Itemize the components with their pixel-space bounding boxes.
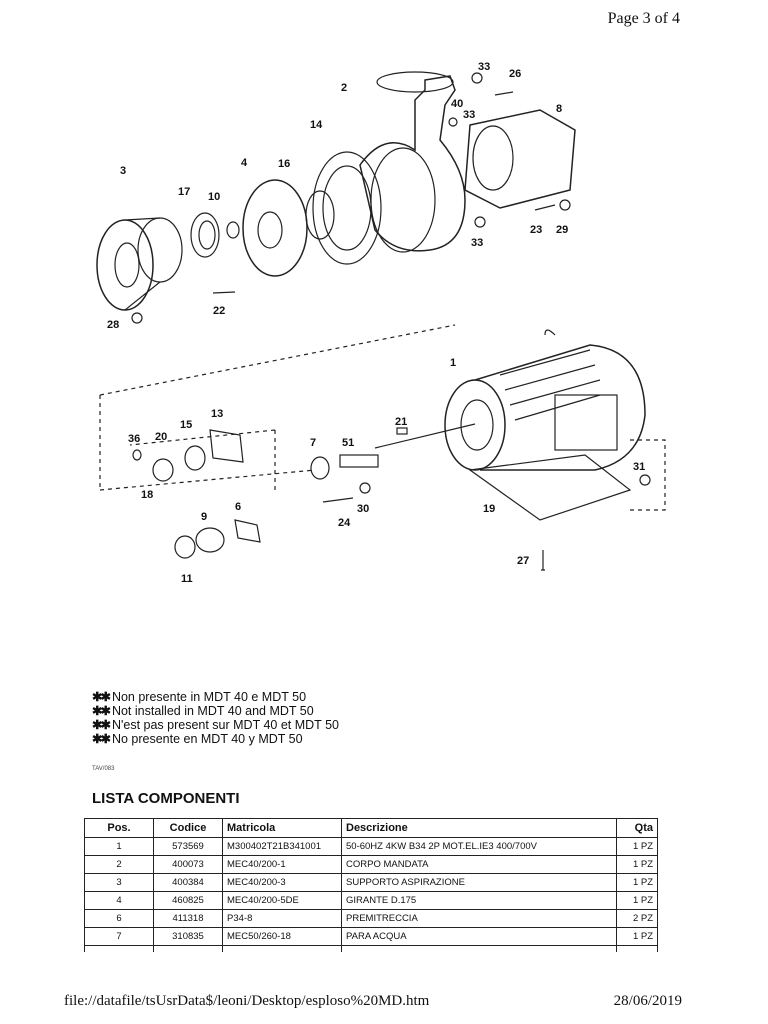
svg-text:9: 9 bbox=[201, 511, 207, 523]
svg-text:33: 33 bbox=[463, 109, 475, 121]
svg-text:8: 8 bbox=[556, 103, 562, 115]
header-pos: Pos. bbox=[84, 818, 154, 838]
double-star-icon: ✱✱ bbox=[92, 690, 111, 704]
svg-text:30: 30 bbox=[357, 503, 369, 515]
svg-text:16: 16 bbox=[278, 158, 290, 170]
note-es: ✱✱No presente en MDT 40 y MDT 50 bbox=[92, 732, 303, 746]
svg-text:17: 17 bbox=[178, 186, 190, 198]
components-title: LISTA COMPONENTI bbox=[92, 790, 240, 807]
svg-text:10: 10 bbox=[208, 191, 220, 203]
svg-text:27: 27 bbox=[517, 555, 529, 567]
svg-text:29: 29 bbox=[556, 224, 568, 236]
page-number: Page 3 of 4 bbox=[607, 10, 680, 27]
svg-text:14: 14 bbox=[310, 119, 323, 131]
svg-text:22: 22 bbox=[213, 305, 225, 317]
svg-text:11: 11 bbox=[181, 573, 193, 585]
table-header-row: Pos. Codice Matricola Descrizione Qta bbox=[84, 818, 658, 838]
svg-text:3: 3 bbox=[120, 165, 126, 177]
svg-text:21: 21 bbox=[395, 416, 407, 428]
svg-text:15: 15 bbox=[180, 419, 192, 431]
double-star-icon: ✱✱ bbox=[92, 704, 111, 718]
header-qta: Qta bbox=[616, 818, 658, 838]
svg-text:33: 33 bbox=[471, 237, 483, 249]
svg-text:18: 18 bbox=[141, 489, 153, 501]
svg-text:51: 51 bbox=[342, 437, 354, 449]
svg-text:33: 33 bbox=[478, 61, 490, 73]
footer-date: 28/06/2019 bbox=[613, 993, 682, 1009]
svg-text:20: 20 bbox=[155, 431, 167, 443]
note-fr: ✱✱N'est pas present sur MDT 40 et MDT 50 bbox=[92, 718, 339, 732]
note-en: ✱✱Not installed in MDT 40 and MDT 50 bbox=[92, 704, 314, 718]
footer-file-path: file://datafile/tsUsrData$/leoni/Desktop… bbox=[64, 993, 430, 1009]
svg-text:4: 4 bbox=[241, 157, 248, 169]
svg-text:23: 23 bbox=[530, 224, 542, 236]
header-matricola: Matricola bbox=[222, 818, 342, 838]
double-star-icon: ✱✱ bbox=[92, 718, 111, 732]
svg-text:31: 31 bbox=[633, 461, 645, 473]
drawing-code: TAV/083 bbox=[92, 766, 115, 772]
svg-text:7: 7 bbox=[310, 437, 316, 449]
double-star-icon: ✱✱ bbox=[92, 732, 111, 746]
notes-block: ✱✱Non presente in MDT 40 e MDT 50 ✱✱Not … bbox=[92, 690, 339, 746]
svg-text:26: 26 bbox=[509, 68, 521, 80]
svg-text:2: 2 bbox=[341, 82, 347, 94]
svg-text:24: 24 bbox=[338, 517, 351, 529]
svg-text:28: 28 bbox=[107, 319, 119, 331]
svg-text:40: 40 bbox=[451, 98, 463, 110]
table-row-truncated bbox=[84, 945, 658, 952]
svg-text:36: 36 bbox=[128, 433, 140, 445]
svg-text:1: 1 bbox=[450, 357, 456, 369]
note-it: ✱✱Non presente in MDT 40 e MDT 50 bbox=[92, 690, 307, 704]
svg-text:13: 13 bbox=[211, 408, 223, 420]
svg-text:19: 19 bbox=[483, 503, 495, 515]
header-descrizione: Descrizione bbox=[341, 818, 617, 838]
header-codice: Codice bbox=[153, 818, 223, 838]
svg-text:6: 6 bbox=[235, 501, 241, 513]
